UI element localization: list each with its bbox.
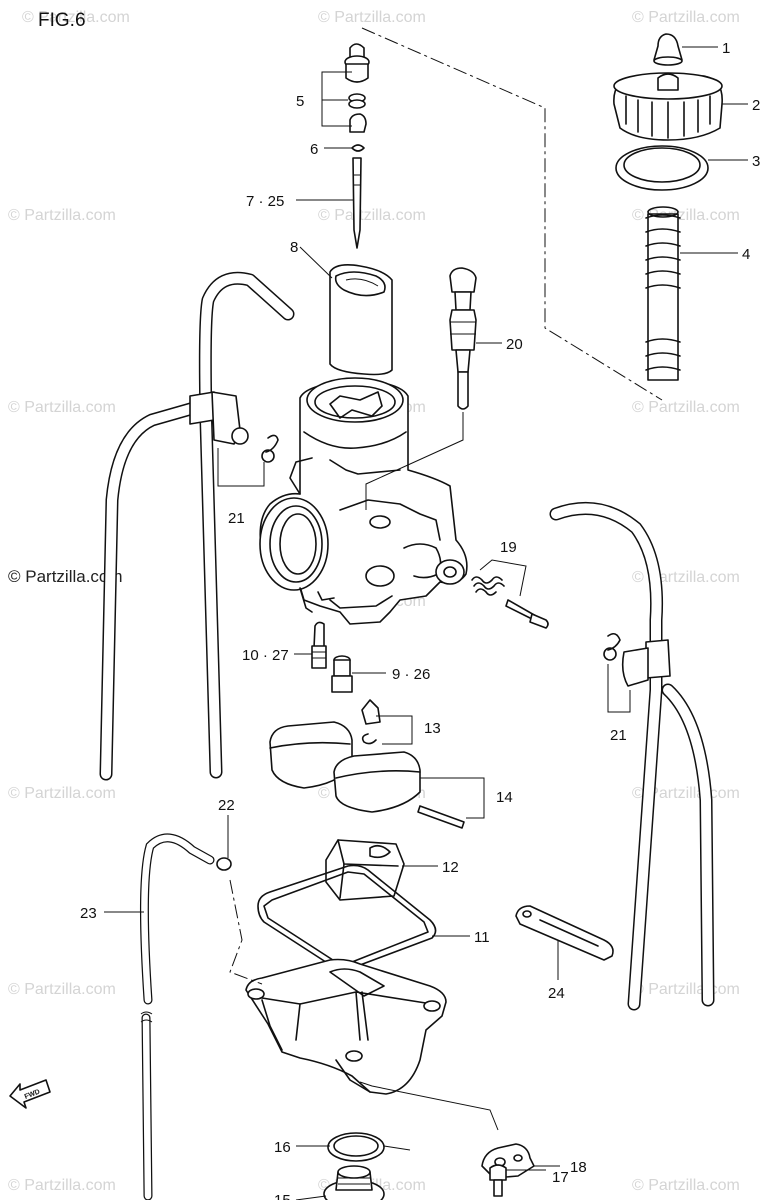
part-o-ring-top [615, 145, 709, 191]
watermark-text: © Partzilla.com [8, 1177, 116, 1194]
part-bracket-arm [515, 905, 614, 961]
callout-19: 19 [500, 539, 517, 556]
part-pilot-jet [311, 621, 327, 669]
watermark-text: © Partzilla.com [632, 9, 740, 26]
leader-14 [420, 777, 485, 819]
assembly-line-chamber [229, 879, 263, 985]
callout-17: 17 [552, 1169, 569, 1186]
callout-12: 12 [442, 859, 459, 876]
callout-9-26: 9 · 26 [392, 666, 430, 683]
leader-19 [479, 559, 527, 597]
part-float-chamber [245, 958, 447, 1095]
leader-21-left [217, 448, 265, 487]
watermark-text: © Partzilla.com [8, 207, 116, 224]
part-drain-plug [323, 1165, 385, 1200]
leader-18-chain [359, 1081, 499, 1131]
part-starter-plunger [449, 267, 477, 410]
part-top-cap [613, 72, 723, 141]
leader-lines [104, 46, 748, 1200]
callout-22: 22 [218, 797, 235, 814]
leader-21-right [607, 664, 631, 713]
watermark-prominent: © Partzilla.com [8, 567, 123, 586]
callout-14: 14 [496, 789, 513, 806]
callout-15: 15 [274, 1192, 291, 1200]
part-breather-clip-left [261, 434, 279, 463]
part-vent-hose-left [99, 271, 295, 781]
part-breather-clip-right [603, 632, 621, 661]
leader-20-body [365, 412, 464, 510]
fwd-arrow-icon: FWD [9, 1079, 51, 1109]
watermark-text: © Partzilla.com [632, 1177, 740, 1194]
part-throttle-valve [329, 264, 393, 376]
part-main-jet [331, 655, 353, 693]
watermark-text: © Partzilla.com [318, 9, 426, 26]
callout-4: 4 [742, 246, 750, 263]
part-carburetor-body [259, 377, 468, 625]
part-vent-hose-right [549, 502, 715, 1011]
part-needle-retainer [344, 43, 370, 133]
callout-6: 6 [310, 141, 318, 158]
callout-24: 24 [548, 985, 565, 1002]
part-overflow-hose [139, 833, 215, 1200]
callout-10-27: 10 · 27 [242, 647, 289, 664]
watermark-text: © Partzilla.com [632, 399, 740, 416]
callout-2: 2 [752, 97, 760, 114]
callout-16: 16 [274, 1139, 291, 1156]
figure-title: FIG.6 [38, 10, 86, 31]
callout-21-left: 21 [228, 510, 245, 527]
leader-13 [376, 715, 413, 745]
callout-8: 8 [290, 239, 298, 256]
part-jet-needle [352, 157, 362, 249]
callout-1: 1 [722, 40, 730, 57]
assembly-line-throttle [361, 27, 663, 401]
callout-23: 23 [80, 905, 97, 922]
part-gasket [257, 864, 437, 971]
part-throttle-stop-screw [471, 576, 549, 629]
part-plug-o-ring [327, 1132, 385, 1162]
part-needle-clip [351, 144, 365, 152]
watermark-text: © Partzilla.com [8, 399, 116, 416]
watermark-text: © Partzilla.com [632, 981, 740, 998]
callout-13: 13 [424, 720, 441, 737]
part-screw [489, 1164, 507, 1197]
part-needle-valve [361, 699, 381, 745]
part-throttle-tube [645, 206, 681, 381]
watermark-text: © Partzilla.com [632, 785, 740, 802]
callout-5: 5 [296, 93, 304, 110]
callout-11: 11 [474, 929, 490, 946]
callout-21-right: 21 [610, 727, 627, 744]
part-cap-nut [653, 33, 683, 66]
watermark-text: © Partzilla.com [8, 981, 116, 998]
part-baffle [325, 839, 405, 901]
callout-7-25: 7 · 25 [246, 193, 284, 210]
callout-18: 18 [570, 1159, 587, 1176]
callout-20: 20 [506, 336, 523, 353]
watermark-text: © Partzilla.com [8, 785, 116, 802]
callout-labels: 1 2 3 4 5 6 7 · 25 8 9 · 26 10 · 27 11 1… [80, 40, 760, 1200]
part-float [269, 721, 465, 829]
part-hose-clip [216, 857, 232, 871]
callout-3: 3 [752, 153, 760, 170]
watermark-text: © Partzilla.com [22, 9, 130, 26]
watermark-text: © Partzilla.com [318, 207, 426, 224]
